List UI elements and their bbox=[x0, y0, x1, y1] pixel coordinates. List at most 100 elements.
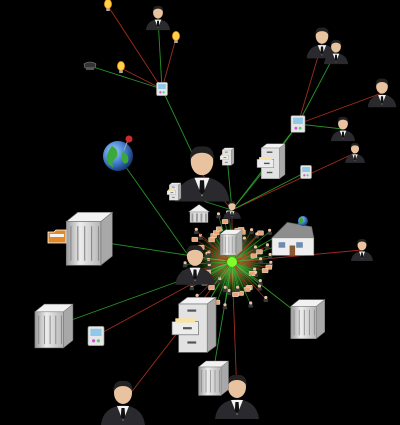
phone-icon[interactable] bbox=[83, 61, 97, 70]
satellite-node bbox=[232, 292, 239, 297]
folder-icon[interactable] bbox=[47, 229, 67, 244]
edge-phone-dev-top bbox=[89, 65, 163, 90]
satellite-node bbox=[253, 245, 258, 252]
small-globe-icon[interactable] bbox=[298, 216, 308, 226]
satellite-node bbox=[226, 288, 232, 295]
satellite-node bbox=[265, 243, 270, 250]
satellite-node bbox=[194, 227, 199, 234]
server-icon[interactable] bbox=[65, 211, 114, 267]
satellite-node bbox=[242, 236, 247, 243]
spoke bbox=[231, 246, 268, 263]
edge-u-r2-dev-r bbox=[297, 123, 344, 130]
file-cabinet-icon[interactable] bbox=[219, 147, 235, 166]
person-icon[interactable] bbox=[330, 116, 356, 142]
spoke bbox=[231, 232, 261, 263]
server-icon[interactable] bbox=[289, 299, 326, 340]
satellite-node bbox=[215, 226, 223, 232]
edge-dev-r2-u-mid bbox=[231, 171, 307, 211]
satellite-node bbox=[257, 230, 264, 236]
spoke bbox=[201, 247, 233, 263]
satellite-node bbox=[207, 263, 212, 270]
hub-spokes-layer bbox=[182, 210, 273, 310]
spoke bbox=[231, 261, 269, 268]
satellite-node bbox=[248, 301, 253, 308]
person-icon[interactable] bbox=[351, 238, 373, 261]
device-icon[interactable] bbox=[87, 326, 105, 346]
device-icon[interactable] bbox=[300, 165, 312, 179]
device-icon[interactable] bbox=[156, 82, 168, 96]
person-icon[interactable] bbox=[215, 374, 259, 419]
spoke bbox=[231, 261, 248, 290]
satellite-node bbox=[250, 253, 258, 259]
spoke bbox=[196, 261, 233, 298]
spoke bbox=[231, 261, 241, 294]
spoke bbox=[224, 261, 233, 307]
server-icon[interactable] bbox=[34, 303, 74, 349]
satellite-node bbox=[267, 252, 273, 259]
spoke bbox=[196, 230, 233, 263]
satellite-node bbox=[208, 237, 215, 243]
device-icon[interactable] bbox=[290, 115, 306, 133]
spoke bbox=[199, 258, 233, 263]
hub-center bbox=[227, 257, 237, 267]
satellite-node bbox=[258, 257, 263, 264]
satellite-node bbox=[208, 285, 215, 291]
satellite-node bbox=[182, 261, 188, 268]
spoke bbox=[231, 261, 251, 305]
spoke bbox=[231, 231, 270, 263]
person-icon[interactable] bbox=[323, 39, 349, 65]
lightbulb-icon[interactable] bbox=[117, 61, 125, 74]
spoke bbox=[231, 261, 261, 283]
person-icon[interactable] bbox=[223, 201, 241, 219]
satellite-node bbox=[191, 236, 199, 242]
satellite-node bbox=[244, 286, 251, 292]
spoke bbox=[231, 261, 260, 288]
lightbulb-icon[interactable] bbox=[104, 0, 112, 11]
person-icon[interactable] bbox=[145, 5, 171, 31]
bank-icon[interactable] bbox=[187, 204, 211, 223]
spoke bbox=[231, 255, 271, 263]
spoke bbox=[194, 239, 233, 263]
spoke bbox=[231, 261, 267, 300]
file-cabinet-icon[interactable] bbox=[256, 143, 286, 180]
satellite-node bbox=[256, 249, 263, 255]
spoke bbox=[216, 261, 233, 303]
spoke bbox=[231, 261, 266, 271]
satellite-node bbox=[263, 295, 268, 302]
satellite-node bbox=[217, 277, 222, 284]
satellite-node bbox=[248, 271, 256, 276]
edge-globe-u-hub bbox=[117, 155, 196, 266]
file-cabinet-icon[interactable] bbox=[171, 296, 217, 354]
spoke bbox=[231, 261, 250, 288]
nodes-layer bbox=[34, 0, 397, 425]
person-icon[interactable] bbox=[175, 245, 215, 285]
lightbulb-icon[interactable] bbox=[172, 31, 180, 44]
spoke bbox=[211, 261, 233, 288]
satellite-node bbox=[249, 228, 254, 235]
edge-b2-dev-top bbox=[161, 37, 177, 90]
satellite-node bbox=[198, 233, 203, 240]
edge-b1-dev-top bbox=[107, 5, 163, 90]
edge-u-r3-u-mid bbox=[231, 152, 356, 211]
satellite-node bbox=[235, 285, 240, 292]
person-icon[interactable] bbox=[101, 380, 145, 425]
person-icon[interactable] bbox=[367, 78, 397, 108]
globe-icon[interactable] bbox=[103, 135, 133, 172]
edge-b3-dev-top bbox=[120, 67, 163, 90]
satellite-node bbox=[257, 284, 262, 291]
satellite-node bbox=[267, 228, 272, 235]
person-icon[interactable] bbox=[174, 146, 230, 202]
satellite-node bbox=[222, 303, 228, 310]
satellite-node bbox=[261, 268, 269, 274]
person-icon[interactable] bbox=[345, 143, 365, 163]
satellite-node bbox=[223, 285, 228, 292]
edge-cab-s1-u-mid bbox=[226, 156, 233, 211]
server-icon[interactable] bbox=[219, 229, 243, 256]
house-icon[interactable] bbox=[271, 222, 315, 256]
file-cabinet-icon[interactable] bbox=[166, 182, 182, 201]
edge-u-r1-dev-r bbox=[297, 92, 383, 125]
satellite-node bbox=[221, 219, 229, 225]
server-icon[interactable] bbox=[197, 360, 230, 396]
satellite-node bbox=[216, 212, 221, 219]
